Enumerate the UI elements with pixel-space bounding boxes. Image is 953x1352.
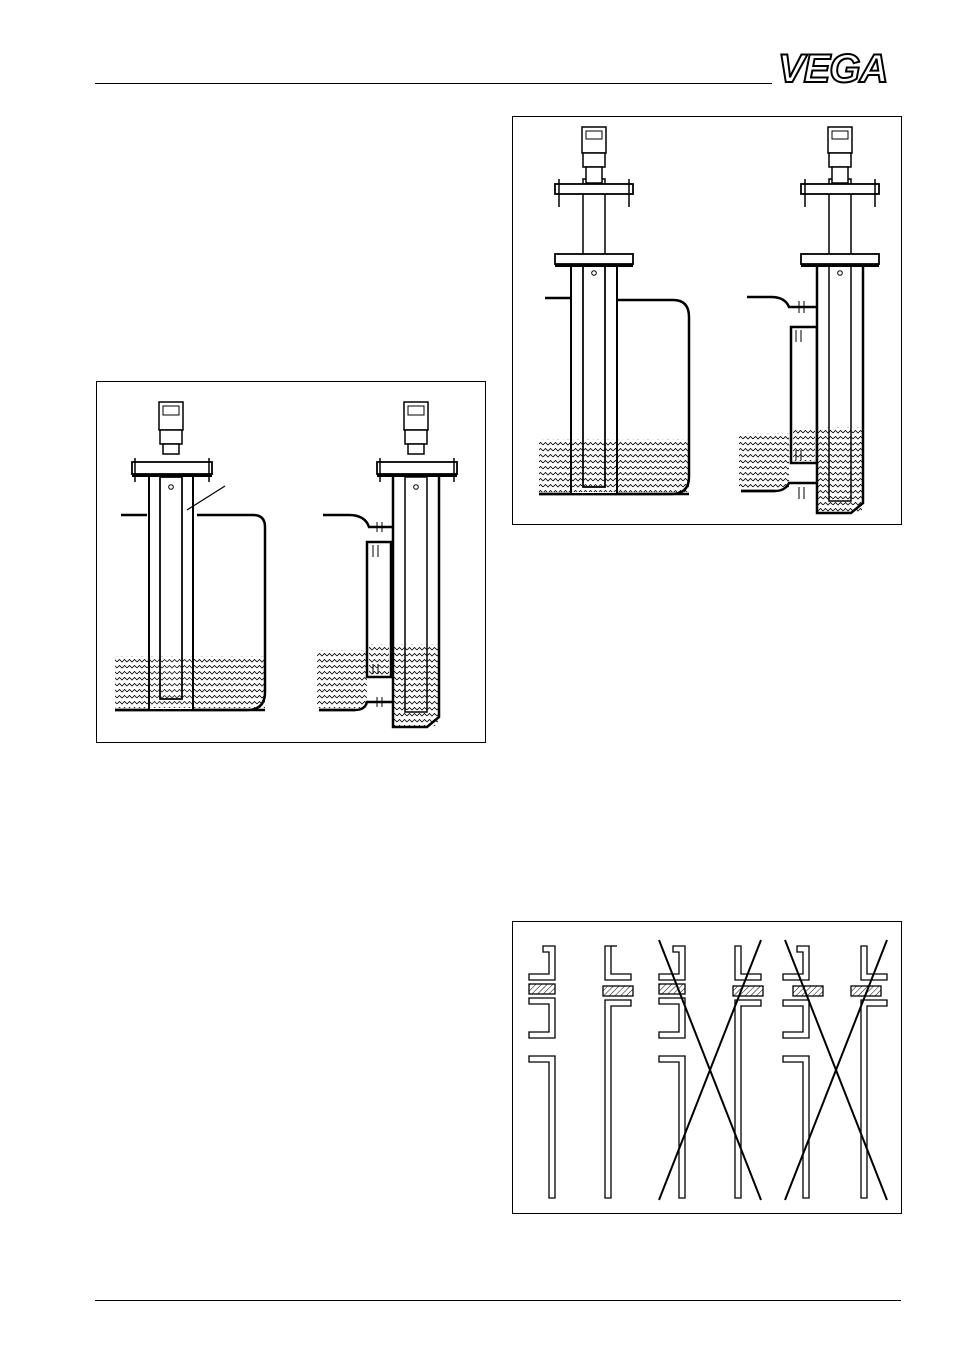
figure-flange-variants-drawing <box>513 922 903 1215</box>
radar-sensor-icon <box>404 402 428 454</box>
cross-out-mark <box>785 940 887 1200</box>
figure-tank-left-drawing <box>97 382 487 744</box>
vega-logo: VEGA <box>776 50 902 86</box>
figure-flange-variants <box>512 921 902 1214</box>
logo-text: VEGA <box>778 50 887 86</box>
cross-out-mark <box>659 940 761 1200</box>
flange-variant-2 <box>603 946 633 1198</box>
figure-tank-right-top <box>512 116 902 525</box>
radar-sensor-icon <box>159 402 183 454</box>
flange-variant-4 <box>733 946 763 1198</box>
figure-tank-left <box>96 381 486 743</box>
flange-variant-3 <box>659 946 685 1198</box>
footer-rule <box>95 1300 901 1301</box>
radar-sensor-icon <box>828 127 852 183</box>
figure-tank-right-top-drawing <box>513 117 903 526</box>
header-rule <box>95 83 772 84</box>
radar-sensor-icon <box>582 127 606 183</box>
flange-variant-1 <box>529 946 555 1198</box>
